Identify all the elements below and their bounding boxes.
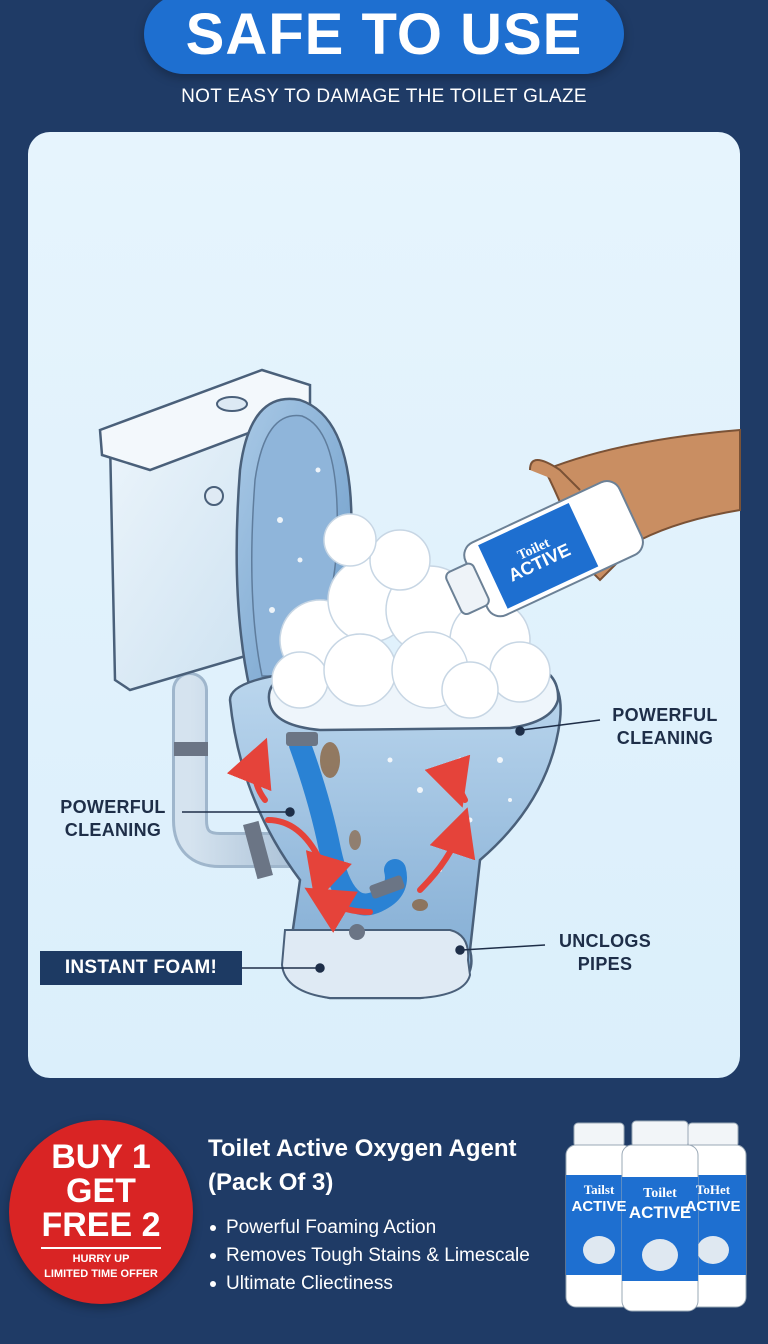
promo-line-2: GET — [66, 1172, 136, 1210]
callout-label: UNCLOGS PIPES — [558, 931, 652, 975]
feature-item: Ultimate Cliectiness — [210, 1270, 570, 1298]
bottle-right-name: ACTIVE — [685, 1198, 741, 1215]
page-title: SAFE TO USE — [185, 1, 583, 67]
toilet-illustration: Toilet ACTIVE — [98, 368, 741, 1000]
feature-text: Ultimate Cliectiness — [226, 1273, 393, 1294]
bottle-left-brand: Tailst — [583, 1182, 615, 1197]
bullet-icon — [210, 1225, 216, 1231]
bottle-in-hand: Toilet ACTIVE — [445, 428, 741, 618]
callout-label: POWERFUL CLEANING — [612, 705, 718, 749]
feature-text: Powerful Foaming Action — [226, 1217, 437, 1238]
bottle-right-brand: ToHet — [695, 1182, 731, 1197]
callout-powerful-cleaning-left: POWERFUL CLEANING — [48, 796, 178, 843]
title-banner: SAFE TO USE — [144, 0, 624, 74]
callout-label: POWERFUL CLEANING — [60, 797, 166, 841]
promo-badge[interactable]: BUY 1 GET FREE 2 HURRY UP LIMITED TIME O… — [9, 1120, 193, 1304]
promo-line-1: BUY 1 — [51, 1138, 151, 1176]
bottle-center — [621, 1120, 699, 1312]
callout-unclogs-pipes: UNCLOGS PIPES — [540, 930, 670, 977]
feature-item: Removes Tough Stains & Limescale — [210, 1242, 570, 1270]
product-title: Toilet Active Oxygen Agent (Pack Of 3) — [208, 1135, 517, 1196]
promo-offer-text: LIMITED TIME OFFER — [44, 1268, 158, 1280]
flow-arrows — [226, 737, 476, 933]
feature-item: Powerful Foaming Action — [210, 1214, 570, 1242]
product-bottles — [565, 1120, 747, 1312]
feature-text: Removes Tough Stains & Limescale — [226, 1245, 530, 1266]
promo-hurry-text: HURRY UP — [72, 1253, 130, 1265]
foam-cloud — [271, 513, 551, 719]
promo-divider — [41, 1247, 161, 1249]
callout-lines — [182, 719, 601, 973]
instant-foam-badge: INSTANT FOAM! — [40, 951, 242, 985]
bottle-center-name: ACTIVE — [628, 1203, 692, 1222]
bottle-center-brand: Toilet — [643, 1186, 677, 1201]
page-subtitle: NOT EASY TO DAMAGE THE TOILET GLAZE — [181, 86, 587, 107]
bullet-icon — [210, 1281, 216, 1287]
drain-pipe — [172, 672, 318, 880]
bottle-left-name: ACTIVE — [571, 1198, 627, 1215]
promo-line-3: FREE 2 — [41, 1206, 161, 1244]
bottle-left — [565, 1122, 633, 1308]
callout-powerful-cleaning-right: POWERFUL CLEANING — [600, 704, 730, 751]
feature-list: Powerful Foaming Action Removes Tough St… — [210, 1214, 570, 1298]
bullet-icon — [210, 1253, 216, 1259]
